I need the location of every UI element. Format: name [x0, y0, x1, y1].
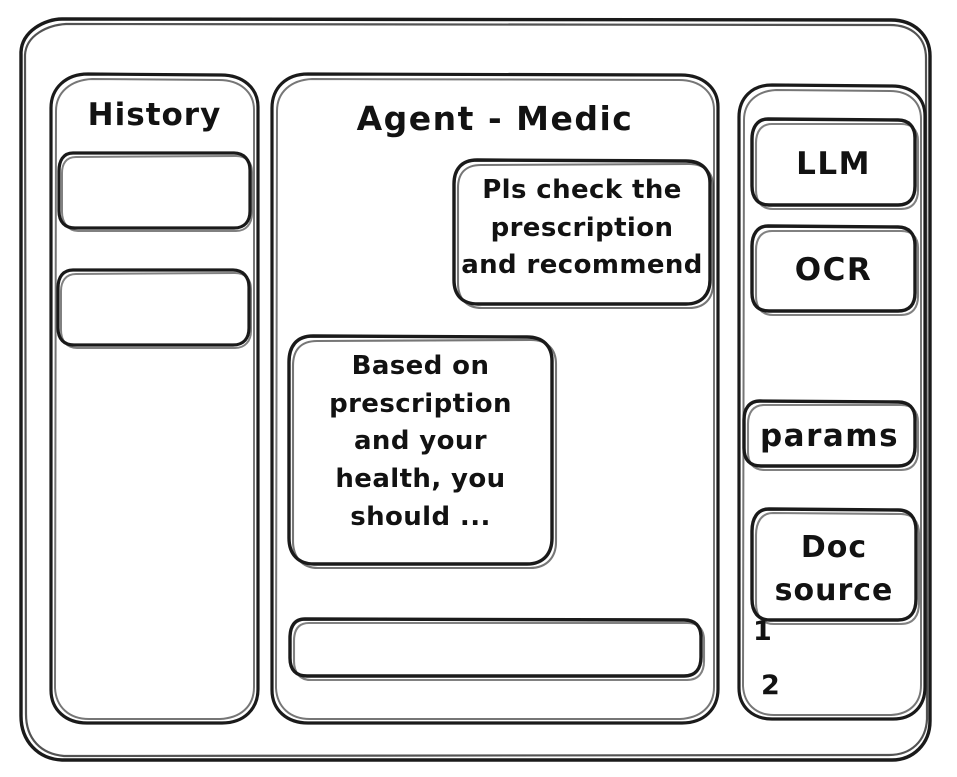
ocr-button[interactable]: OCR [752, 226, 915, 312]
history-item[interactable] [59, 153, 250, 231]
doc-source-button-label: Doc source [774, 530, 894, 608]
doc-source-button[interactable]: Doc source [752, 509, 916, 621]
params-button-label: params [759, 418, 900, 454]
agent-panel-title: Agent - Medic [356, 99, 634, 138]
user-message-text: Pls check the prescription and recommend [461, 175, 703, 281]
params-button[interactable]: params [744, 401, 915, 467]
history-item[interactable] [58, 270, 251, 348]
history-panel-title: History [87, 97, 222, 133]
assistant-message-text: Based on prescription and your health, y… [329, 351, 512, 532]
composer-input[interactable] [290, 619, 701, 677]
llm-button[interactable]: LLM [752, 119, 915, 206]
ocr-button-label: OCR [794, 252, 873, 288]
doc-source-item-2[interactable]: 2 [761, 670, 781, 701]
llm-button-label: LLM [796, 146, 871, 182]
doc-source-item-1[interactable]: 1 [753, 616, 773, 647]
